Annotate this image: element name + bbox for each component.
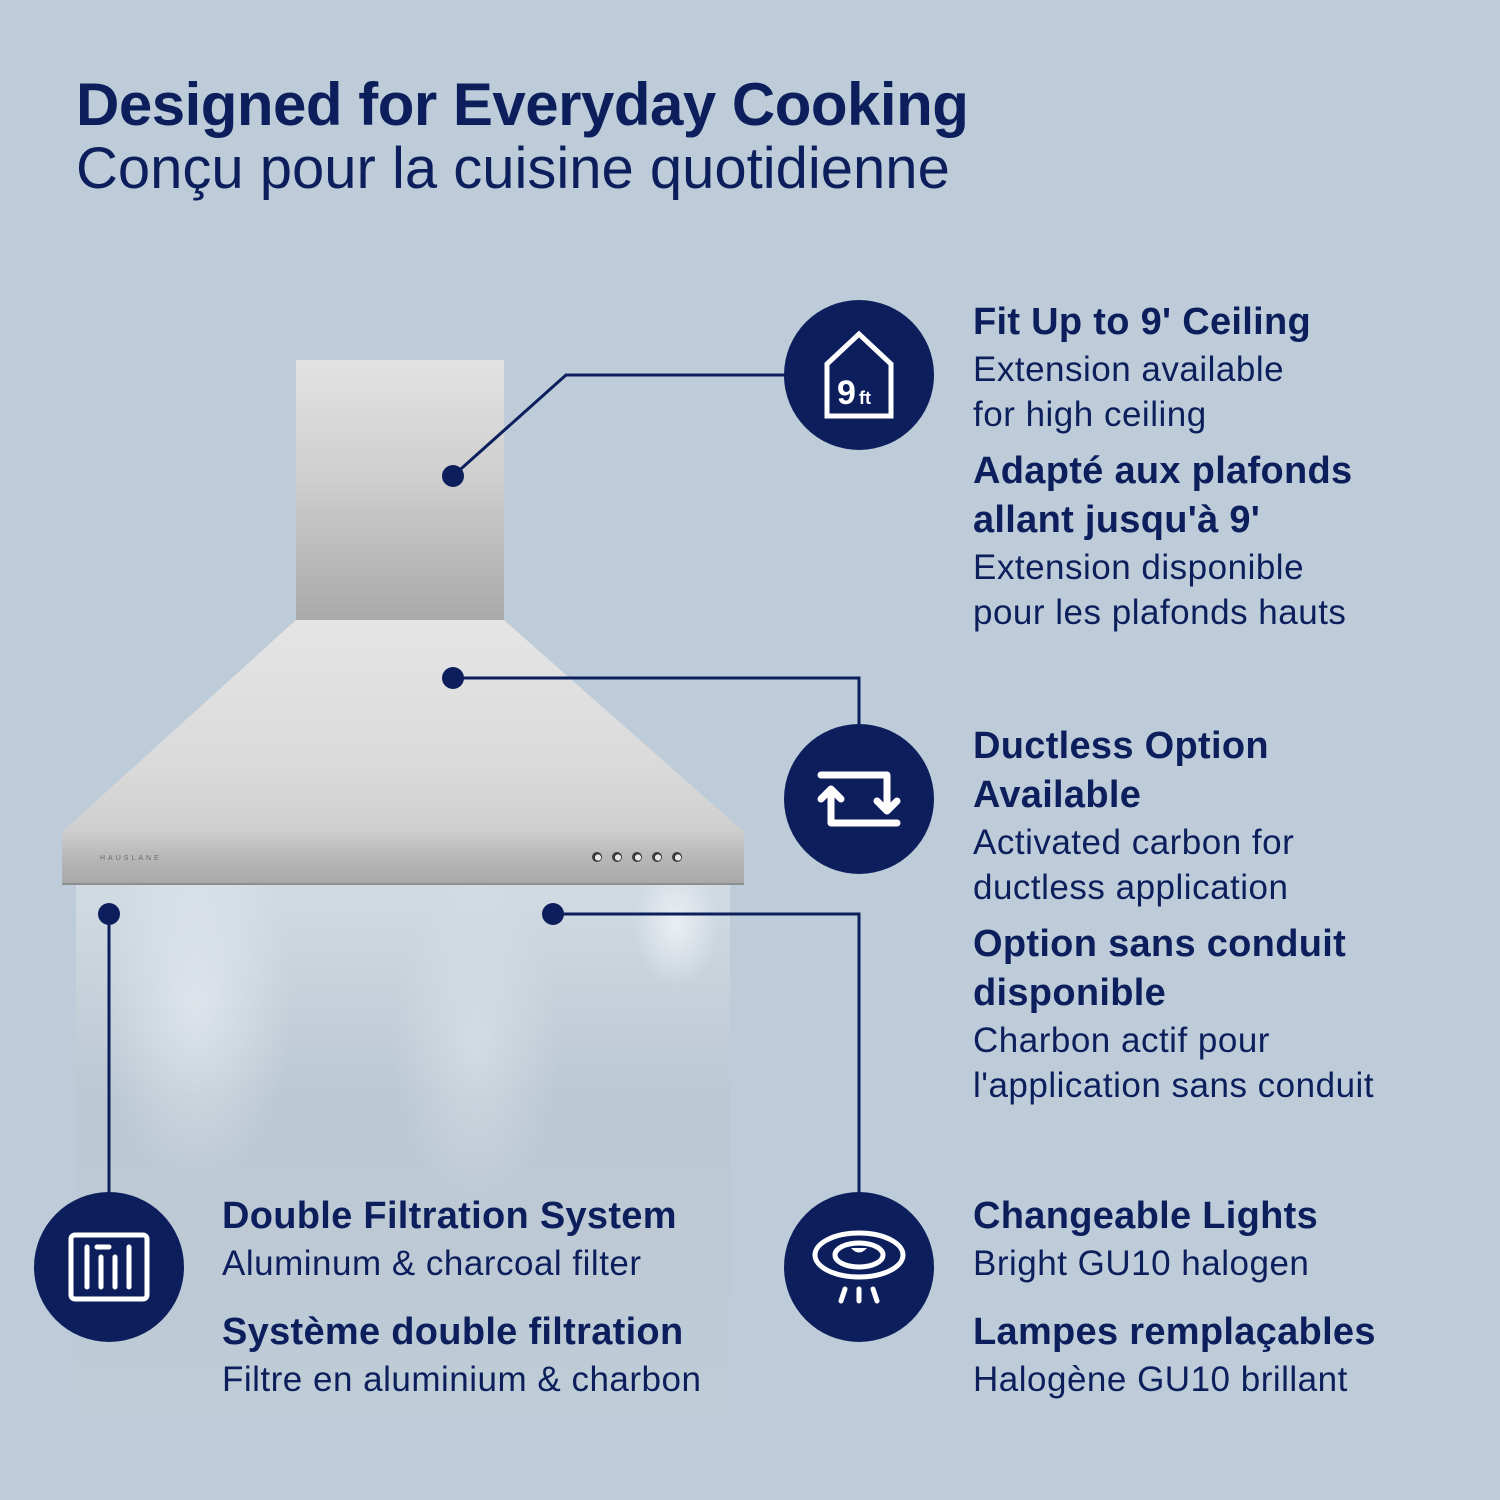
feature-ductless-title-fr-2: disponible bbox=[973, 972, 1166, 1014]
svg-text:9: 9 bbox=[837, 374, 856, 412]
feature-ceiling-desc-en-1: Extension available bbox=[973, 350, 1285, 389]
feature-lights-title-en: Changeable Lights bbox=[973, 1195, 1319, 1237]
hood-canopy bbox=[62, 620, 744, 832]
feature-lights-desc-fr: Halogène GU10 brillant bbox=[973, 1360, 1348, 1399]
feature-lights-title-fr: Lampes remplaçables bbox=[973, 1311, 1376, 1353]
feature-filtration-desc-fr: Filtre en aluminium & charbon bbox=[222, 1360, 702, 1399]
page-subtitle: Conçu pour la cuisine quotidienne bbox=[76, 136, 950, 201]
ductless-icon-badge bbox=[784, 724, 934, 874]
ceiling-light-icon bbox=[812, 1230, 906, 1304]
feature-ductless-title-en-1: Ductless Option bbox=[973, 725, 1269, 767]
feature-ceiling-desc-en-2: for high ceiling bbox=[973, 395, 1207, 434]
ceiling-icon-badge: 9 ft bbox=[784, 300, 934, 450]
lights-icon-badge bbox=[784, 1192, 934, 1342]
callout-dot-canopy bbox=[442, 667, 464, 689]
feature-ductless: Ductless Option Available Activated carb… bbox=[973, 722, 1374, 1108]
page-title: Designed for Everyday Cooking bbox=[76, 71, 969, 138]
feature-ceiling-desc-fr-1: Extension disponible bbox=[973, 548, 1305, 587]
recirculate-arrows-icon bbox=[817, 771, 901, 827]
hood-front-panel bbox=[62, 830, 744, 885]
filter-grid-icon bbox=[68, 1232, 150, 1302]
feature-ductless-desc-fr-2: l'application sans conduit bbox=[973, 1066, 1375, 1105]
feature-filtration: Double Filtration System Aluminum & char… bbox=[222, 1192, 701, 1402]
feature-ductless-title-en-2: Available bbox=[973, 774, 1142, 816]
callout-dot-lights bbox=[542, 903, 564, 925]
feature-ceiling-title-fr-1: Adapté aux plafonds bbox=[973, 450, 1353, 492]
control-knobs bbox=[592, 852, 682, 862]
feature-ceiling-title-fr-2: allant jusqu'à 9' bbox=[973, 499, 1261, 541]
svg-text:ft: ft bbox=[859, 388, 871, 408]
brand-label: HAUSLANE bbox=[100, 855, 162, 862]
filtration-icon-badge bbox=[34, 1192, 184, 1342]
feature-filtration-title-en: Double Filtration System bbox=[222, 1195, 677, 1237]
feature-lights: Changeable Lights Bright GU10 halogen La… bbox=[973, 1192, 1376, 1402]
control-knob-3[interactable] bbox=[632, 852, 642, 862]
feature-filtration-title-fr: Système double filtration bbox=[222, 1311, 684, 1353]
feature-ceiling: Fit Up to 9' Ceiling Extension available… bbox=[973, 298, 1352, 635]
feature-ductless-desc-fr-1: Charbon actif pour bbox=[973, 1021, 1270, 1060]
callout-dot-filter bbox=[98, 903, 120, 925]
feature-ceiling-desc-fr-2: pour les plafonds hauts bbox=[973, 593, 1347, 632]
feature-ceiling-title-en: Fit Up to 9' Ceiling bbox=[973, 301, 1312, 343]
feature-lights-desc-en: Bright GU10 halogen bbox=[973, 1244, 1310, 1283]
feature-ductless-title-fr-1: Option sans conduit bbox=[973, 923, 1347, 965]
control-knob-2[interactable] bbox=[612, 852, 622, 862]
feature-ductless-desc-en-2: ductless application bbox=[973, 868, 1289, 907]
hood-chimney bbox=[296, 360, 504, 620]
control-knob-4[interactable] bbox=[652, 852, 662, 862]
feature-filtration-desc-en: Aluminum & charcoal filter bbox=[222, 1244, 642, 1283]
control-knob-5[interactable] bbox=[672, 852, 682, 862]
callout-dot-chimney bbox=[442, 465, 464, 487]
control-knob-1[interactable] bbox=[592, 852, 602, 862]
feature-ductless-desc-en-1: Activated carbon for bbox=[973, 823, 1295, 862]
house-9ft-icon: 9 ft bbox=[824, 330, 894, 419]
